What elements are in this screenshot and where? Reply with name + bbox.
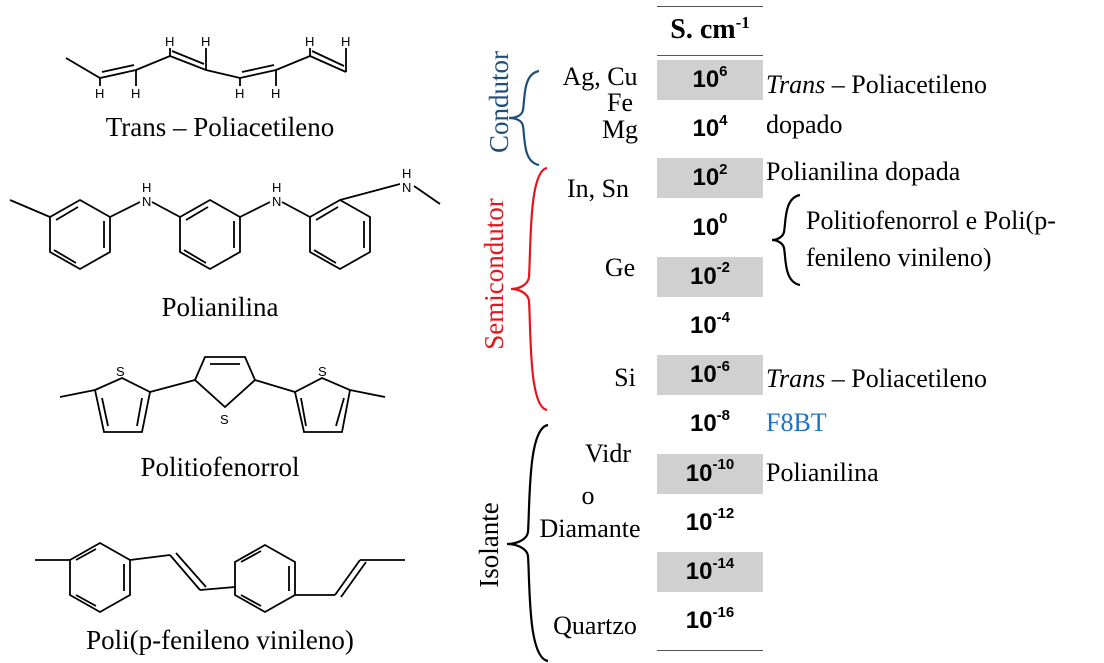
scale-cell: 10-10	[657, 453, 763, 494]
scale-base: 10	[689, 361, 717, 389]
trans-polyacetylene-structure: H H H H H H H H	[65, 34, 350, 101]
scale-base: 10	[685, 508, 713, 536]
material-mg: Mg	[601, 115, 639, 144]
scale-exponent: 4	[719, 111, 728, 129]
material-quartzo: Quartzo	[553, 611, 637, 640]
scale-base: 10	[685, 558, 713, 585]
polymer-group-brace	[771, 193, 801, 287]
sulfur-label: S	[318, 364, 327, 379]
note-polymer-group-line2: fenileno vinileno)	[806, 243, 992, 272]
scale-exponent: 6	[719, 62, 728, 80]
scale-exponent: 2	[719, 160, 728, 178]
scale-base: 10	[692, 213, 720, 241]
hydrogen-label: H	[165, 34, 174, 49]
table-top-rule	[657, 6, 763, 7]
hydrogen-label: H	[201, 34, 210, 49]
note-polymer-group-line1: Politiofenorrol e Poli(p-	[806, 206, 1056, 235]
note-f8bt: F8BT	[766, 408, 827, 437]
polythiophene-structure: S S S	[59, 356, 386, 433]
scale-base: 10	[689, 410, 717, 438]
scale-cell: 10-2	[657, 256, 763, 297]
material-in-sn: In, Sn	[566, 174, 630, 203]
material-ge: Ge	[604, 253, 636, 282]
sulfur-label: S	[116, 364, 125, 379]
scale-cell: 10-16	[657, 601, 763, 641]
note-trans-italic: Trans	[766, 364, 826, 393]
scale-exponent: -6	[716, 357, 731, 375]
note-polyaniline: Polianilina	[766, 458, 879, 487]
scale-exponent: -10	[712, 456, 735, 474]
scale-base: 10	[685, 607, 713, 635]
unit-exponent: -1	[735, 13, 750, 32]
scale-exponent: -16	[712, 603, 735, 621]
scale-base: 10	[689, 262, 717, 290]
note-trans-doped-rest: – Poliacetileno	[825, 70, 988, 99]
ppv-structure	[35, 541, 405, 614]
scale-exponent: -12	[712, 505, 735, 523]
scale-cell: 10-6	[657, 355, 763, 396]
molecule-name-ppv: Poli(p-fenileno vinileno)	[86, 625, 354, 655]
scale-cell: 10-12	[657, 503, 763, 543]
material-si: Si	[614, 363, 636, 392]
note-trans-doped-line2: dopado	[766, 110, 843, 139]
conductor-brace	[508, 69, 540, 167]
note-trans-polyacetylene: Trans – Poliacetileno	[766, 364, 987, 394]
material-fe: Fe	[607, 88, 633, 117]
table-header-rule	[657, 55, 763, 56]
molecule-name-polyaniline: Polianilina	[161, 292, 279, 322]
unit-header: S. cm-1	[657, 13, 763, 46]
molecule-name-polythiophene: Politiofenorrol	[140, 452, 300, 482]
scale-base: 10	[692, 66, 720, 93]
material-vidro-part1: Vidr	[584, 439, 632, 468]
hydrogen-label: H	[305, 34, 314, 49]
scale-exponent: -2	[716, 259, 731, 277]
scale-base: 10	[685, 459, 713, 487]
scale-exponent: -4	[716, 308, 731, 326]
hydrogen-label: H	[95, 86, 104, 101]
scale-cell: 10-8	[657, 404, 763, 444]
material-diamante: Diamante	[539, 514, 641, 543]
hydrogen-label: H	[235, 86, 244, 101]
sulfur-label: S	[220, 412, 229, 427]
note-trans-rest: – Poliacetileno	[825, 364, 988, 393]
material-ag-cu: Ag, Cu	[562, 62, 638, 91]
hydrogen-label: H	[341, 34, 350, 49]
scale-exponent: 0	[719, 210, 728, 228]
scale-exponent: -8	[716, 406, 731, 424]
material-vidro-part2: o	[581, 481, 595, 510]
scale-base: 10	[689, 312, 717, 339]
hydrogen-label: H	[271, 86, 280, 101]
molecule-name-trans-polyacetylene: Trans – Poliacetileno	[105, 112, 335, 142]
scale-base: 10	[692, 164, 720, 192]
table-bottom-rule	[657, 650, 763, 651]
scale-base: 10	[692, 115, 720, 143]
scale-cell: 10-4	[657, 306, 763, 346]
note-polyaniline-doped: Polianilina dopada	[766, 157, 961, 186]
unit-base: S. cm	[670, 14, 736, 45]
hydrogen-label: H	[131, 86, 140, 101]
semiconductor-brace	[510, 166, 548, 412]
note-trans-doped-italic: Trans	[766, 70, 826, 99]
scale-cell: 10-14	[657, 552, 763, 592]
note-trans-doped: Trans – Poliacetileno	[766, 70, 987, 100]
insulator-brace	[506, 423, 549, 663]
scale-exponent: -14	[712, 554, 735, 572]
